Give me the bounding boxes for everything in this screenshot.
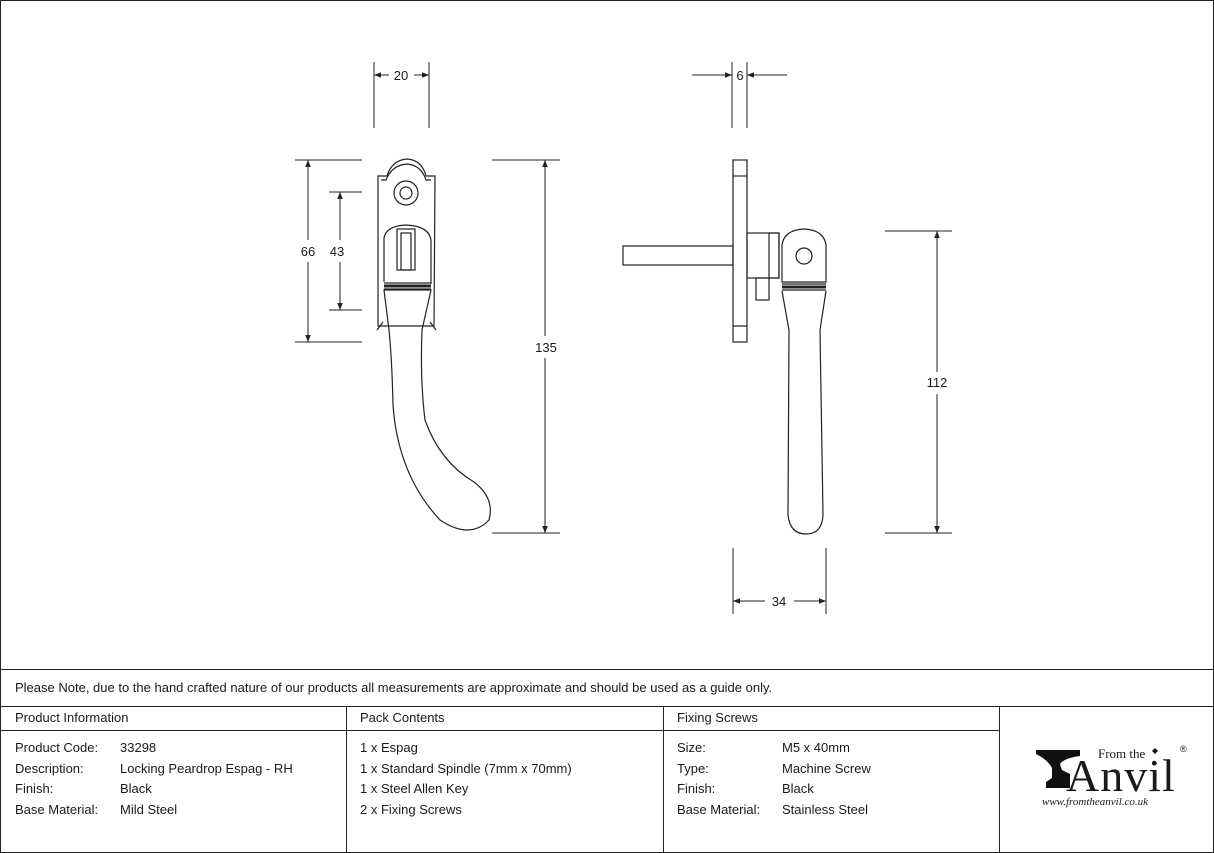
finish-value: Black [120, 781, 152, 796]
size-value: M5 x 40mm [782, 740, 850, 755]
dim-label-front-height-outer: 66 [301, 244, 315, 259]
screw-finish-label: Finish: [677, 781, 716, 796]
screw-material-value: Stainless Steel [782, 801, 868, 817]
product-info-table: Product Code: 33298 Description: Locking… [15, 738, 345, 828]
dim-side-handle-length [885, 230, 952, 534]
logo-name: Anvil [1066, 750, 1176, 801]
divider [346, 706, 347, 852]
dim-label-front-width: 20 [394, 68, 408, 83]
dim-label-side-plate-thickness: 6 [736, 68, 743, 83]
disclaimer-note: Please Note, due to the hand crafted nat… [15, 680, 773, 695]
anvil-icon [1036, 748, 1158, 788]
logo-from-the: From the [1098, 746, 1146, 761]
product-code-label: Product Code: [15, 740, 99, 755]
screw-finish-value: Black [782, 781, 814, 796]
dim-label-side-handle-length: 112 [927, 375, 948, 390]
registered-mark: ® [1180, 744, 1187, 754]
dim-label-front-height-inner: 43 [330, 244, 344, 259]
dim-front-height-outer [295, 159, 362, 343]
description-label: Description: [15, 760, 84, 776]
dim-side-plate-thickness [692, 62, 787, 128]
dim-label-front-total-height: 135 [535, 340, 557, 355]
dim-label-side-projection: 34 [772, 594, 786, 609]
front-view-espag [376, 158, 491, 531]
list-item: 1 x Standard Spindle (7mm x 70mm) [360, 760, 572, 776]
base-material-label: Base Material: [15, 801, 99, 817]
list-item: 1 x Steel Allen Key [360, 781, 469, 796]
product-code-value: 33298 [120, 740, 157, 755]
from-the-anvil-logo: From the Anvil ® www.fromtheanvil.co.uk [1034, 744, 1194, 814]
description-value: Locking Peardrop Espag - RH [120, 760, 293, 776]
dim-side-projection [732, 548, 827, 614]
technical-drawing: 20 66 43 135 6 112 34 [295, 62, 952, 614]
dim-front-width [373, 62, 430, 128]
pack-contents-heading: Pack Contents [360, 710, 445, 725]
divider [0, 706, 1213, 707]
list-item: 1 x Espag [360, 740, 418, 755]
pack-contents-list: 1 x Espag 1 x Standard Spindle (7mm x 70… [360, 738, 660, 828]
product-info-heading: Product Information [15, 710, 129, 725]
side-view-espag [622, 159, 827, 535]
finish-label: Finish: [15, 781, 54, 796]
type-value: Machine Screw [782, 760, 871, 776]
size-label: Size: [677, 740, 706, 755]
fixing-screws-heading: Fixing Screws [677, 710, 758, 725]
divider [0, 669, 1213, 670]
base-material-value: Mild Steel [120, 801, 178, 817]
dim-front-total-height [492, 159, 560, 534]
fixing-screws-table: Size: M5 x 40mm Type: Machine Screw Fini… [677, 738, 997, 828]
type-label: Type: [677, 760, 709, 776]
dim-front-height-inner [329, 191, 362, 311]
logo-url: www.fromtheanvil.co.uk [1042, 796, 1149, 808]
screw-material-label: Base Material: [677, 801, 761, 817]
divider [0, 730, 1000, 731]
divider [999, 706, 1000, 852]
list-item: 2 x Fixing Screws [360, 801, 462, 817]
divider [663, 706, 664, 852]
